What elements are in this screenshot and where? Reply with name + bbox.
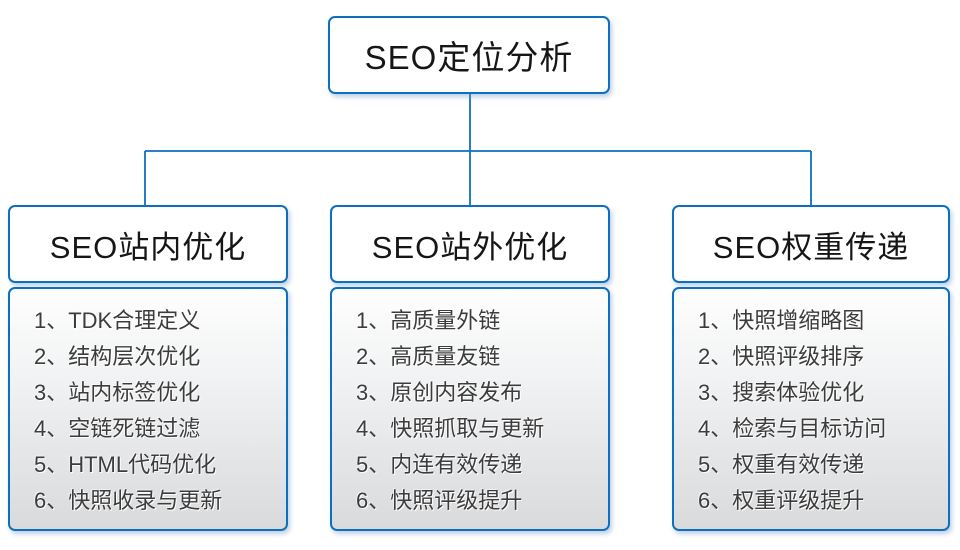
- list-item: 6、权重评级提升: [698, 488, 865, 513]
- list-item: 1、快照增缩略图: [698, 308, 865, 333]
- list-item: 1、高质量外链: [356, 308, 501, 333]
- list-item: 2、结构层次优化: [34, 344, 201, 369]
- branch-list-onsite: 1、TDK合理定义 2、结构层次优化 3、站内标签优化 4、空链死链过滤 5、H…: [8, 287, 288, 531]
- branch-header-offsite: SEO站外优化: [330, 205, 610, 283]
- branch-list-offsite: 1、高质量外链 2、高质量友链 3、原创内容发布 4、快照抓取与更新 5、内连有…: [330, 287, 610, 531]
- list-item: 5、权重有效传递: [698, 452, 865, 477]
- list-item: 5、内连有效传递: [356, 452, 523, 477]
- list-item: 1、TDK合理定义: [34, 308, 201, 333]
- list-item: 4、快照抓取与更新: [356, 416, 545, 441]
- list-item: 4、空链死链过滤: [34, 416, 201, 441]
- list-item: 2、高质量友链: [356, 344, 501, 369]
- root-node-title: SEO定位分析: [364, 39, 574, 76]
- list-item: 5、HTML代码优化: [34, 452, 217, 477]
- branch-header-title: SEO站内优化: [49, 229, 247, 265]
- list-item: 3、站内标签优化: [34, 380, 201, 405]
- branch-list-weight: 1、快照增缩略图 2、快照评级排序 3、搜索体验优化 4、检索与目标访问 5、权…: [672, 287, 950, 531]
- list-item: 3、原创内容发布: [356, 380, 523, 405]
- branch-header-title: SEO权重传递: [712, 229, 910, 265]
- branch-header-onsite: SEO站内优化: [8, 205, 288, 283]
- branch-header-weight: SEO权重传递: [672, 205, 950, 283]
- list-item: 4、检索与目标访问: [698, 416, 887, 441]
- list-item: 3、搜索体验优化: [698, 380, 865, 405]
- branch-header-title: SEO站外优化: [371, 229, 569, 265]
- list-item: 6、快照评级提升: [356, 488, 523, 513]
- list-item: 6、快照收录与更新: [34, 488, 223, 513]
- root-node: SEO定位分析: [328, 16, 610, 94]
- list-item: 2、快照评级排序: [698, 344, 865, 369]
